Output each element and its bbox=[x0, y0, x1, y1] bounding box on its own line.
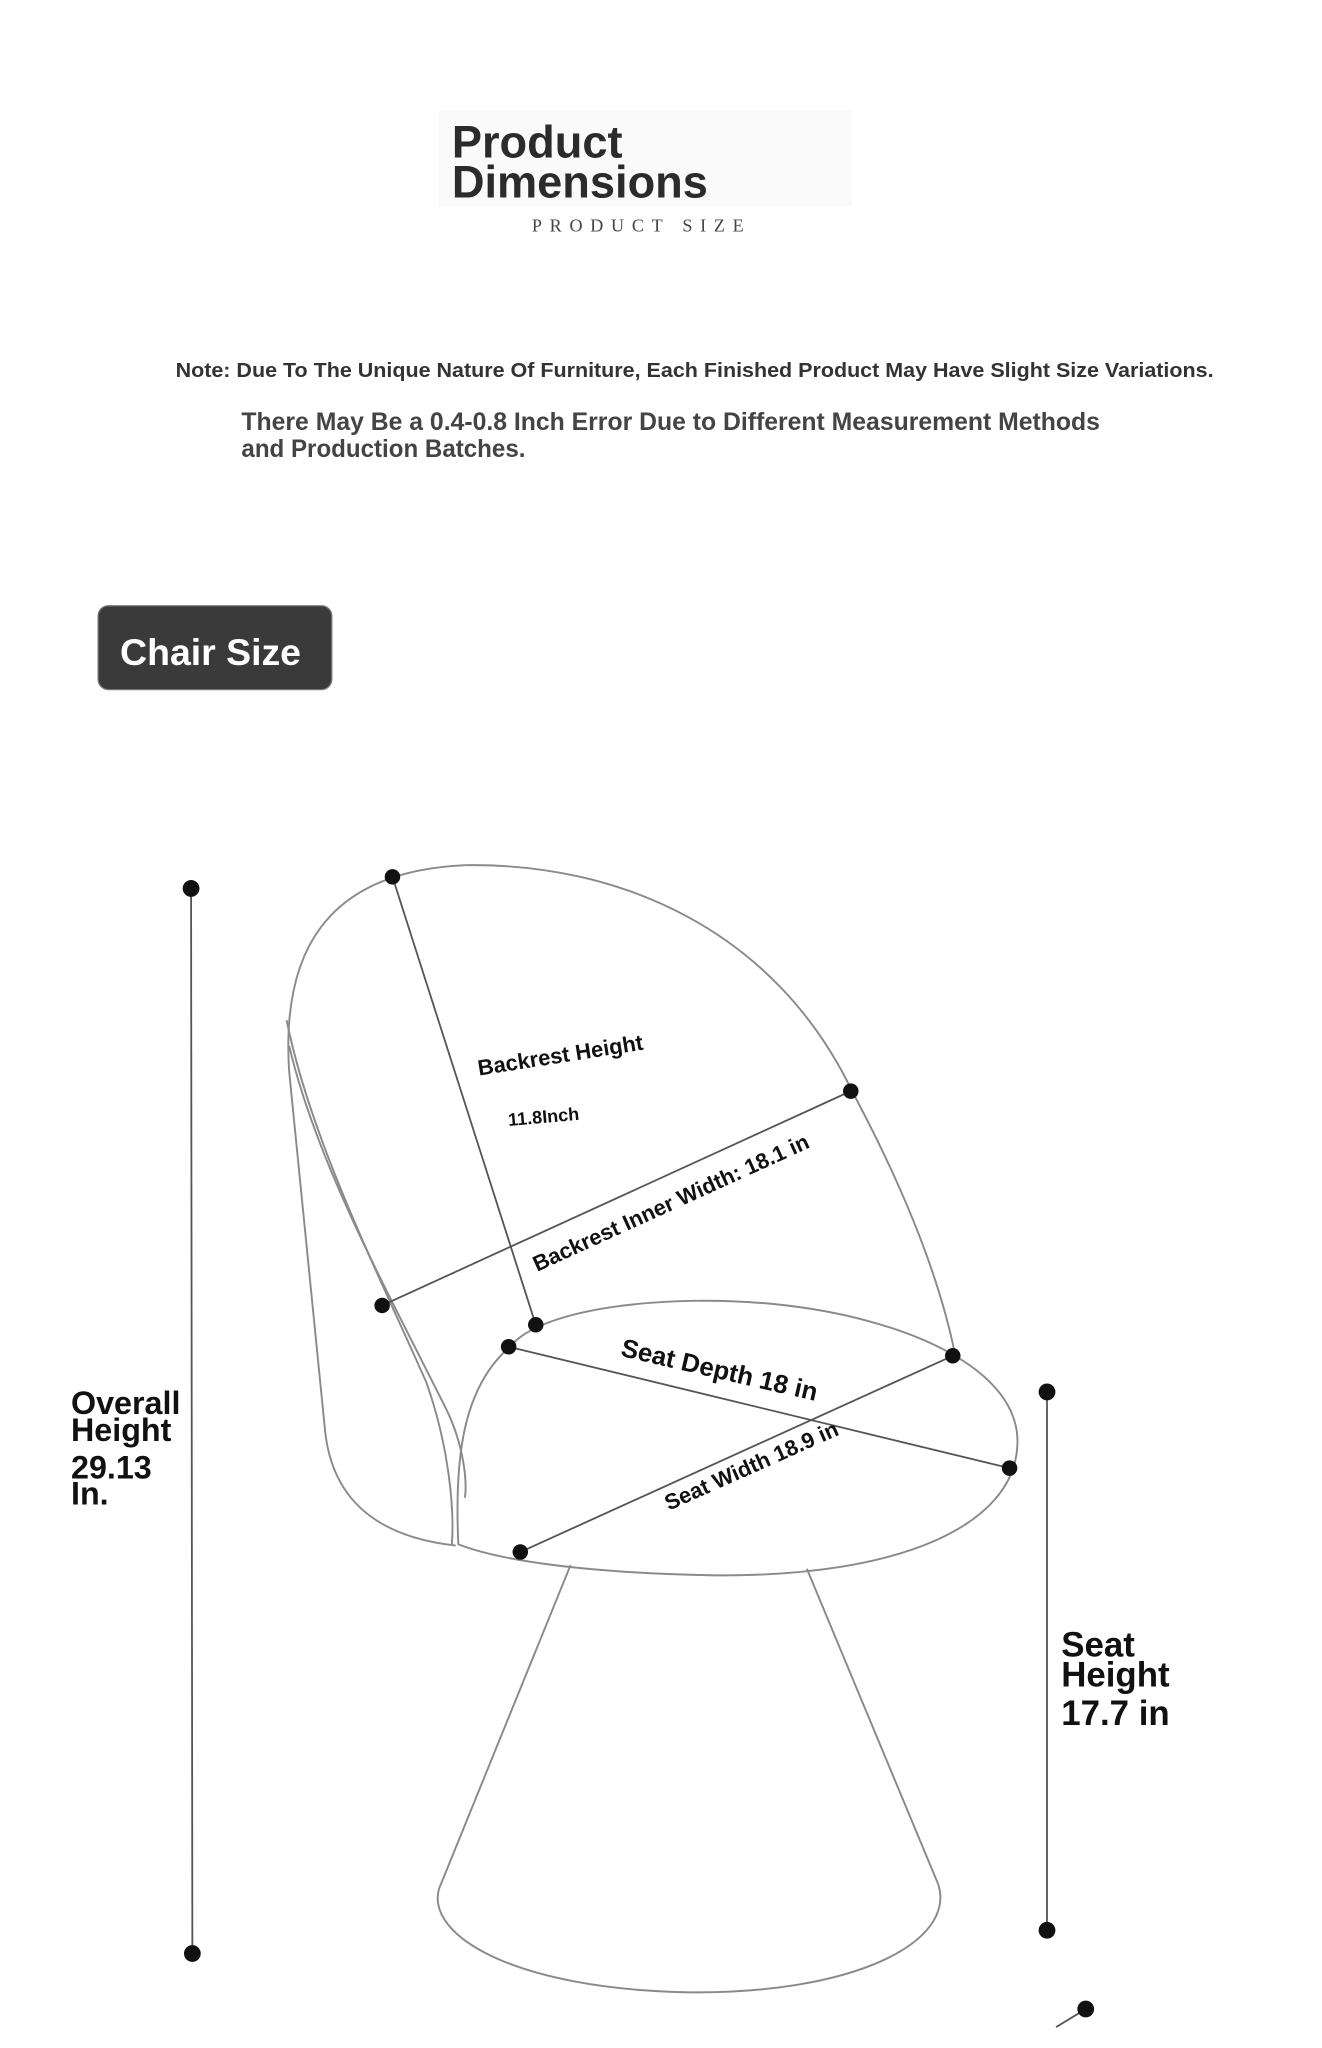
title-line1: Product bbox=[452, 117, 623, 168]
measure-backrest-height bbox=[384, 869, 544, 1333]
svg-text:Seat: Seat bbox=[1061, 1626, 1135, 1665]
svg-text:In.: In. bbox=[71, 1475, 109, 1511]
note-error-line2: and Production Batches. bbox=[241, 436, 525, 463]
title-line2: Dimensions bbox=[452, 157, 708, 208]
chair-size-label: Chair Size bbox=[120, 631, 301, 673]
chair-size-badge: Chair Size bbox=[97, 605, 333, 691]
measure-seat-depth bbox=[500, 1339, 1018, 1476]
seat-height-label: Seat Height 17.7 in bbox=[1061, 1626, 1170, 1733]
measure-seat-width bbox=[512, 1348, 961, 1560]
note-variation: Note: Due To The Unique Nature Of Furnit… bbox=[176, 359, 1214, 382]
title-background bbox=[438, 109, 853, 207]
svg-text:Overall: Overall bbox=[71, 1385, 180, 1421]
note-error-line1: There May Be a 0.4-0.8 Inch Error Due to… bbox=[241, 409, 1100, 436]
measure-overall-height bbox=[182, 880, 201, 1962]
overall-height-label: Overall Height 29.13 In. bbox=[71, 1385, 180, 1511]
measure-seat-height bbox=[1038, 1383, 1056, 1939]
svg-text:29.13: 29.13 bbox=[71, 1449, 152, 1485]
measure-backrest-inner-width bbox=[374, 1083, 859, 1314]
svg-text:Height: Height bbox=[1061, 1655, 1170, 1694]
subtitle: PRODUCT SIZE bbox=[532, 215, 752, 235]
backrest-height-value: 11.8Inch bbox=[507, 1104, 580, 1130]
svg-text:17.7 in: 17.7 in bbox=[1061, 1694, 1169, 1733]
seat-width-label: Seat Width 18.9 in bbox=[661, 1416, 842, 1515]
chair-illustration bbox=[285, 864, 1019, 1994]
backrest-inner-width-label: Backrest Inner Width: 18.1 in bbox=[529, 1129, 813, 1277]
backrest-height-label: Backrest Height bbox=[476, 1030, 646, 1081]
svg-text:Height: Height bbox=[71, 1412, 172, 1448]
seat-depth-label: Seat Depth 18 in bbox=[618, 1334, 820, 1406]
measure-partial-bottom bbox=[1055, 2000, 1095, 2028]
